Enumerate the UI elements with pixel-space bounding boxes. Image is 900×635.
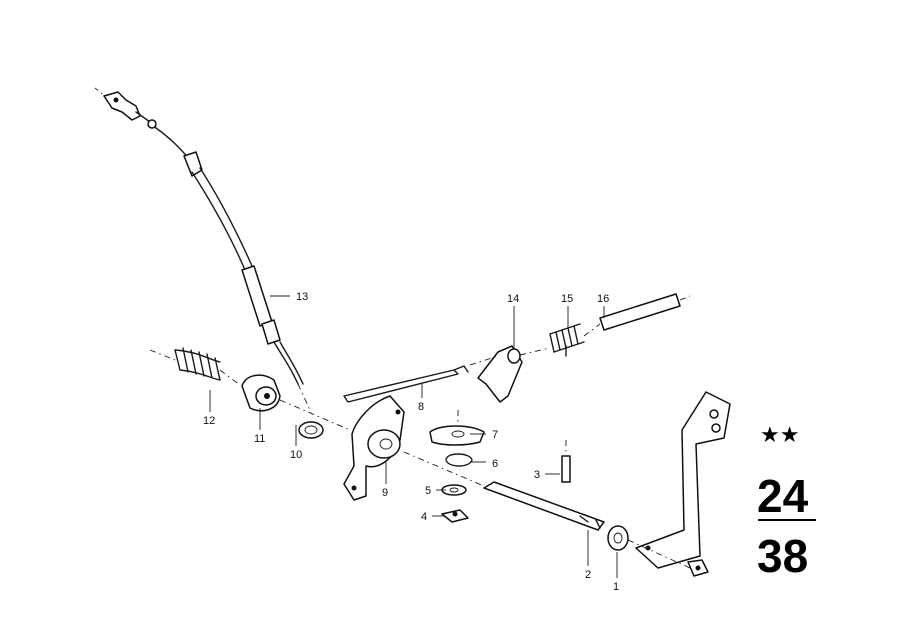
callout-11: 11	[254, 433, 265, 445]
callout-10: 10	[290, 449, 302, 461]
callout-8: 8	[418, 401, 424, 413]
callout-16: 16	[597, 293, 609, 305]
part-6-circlip	[445, 453, 473, 467]
callouts: 13 12 11 10 9 8 7 6 5 4 3 2 1 14 15 16	[203, 291, 619, 593]
callout-15: 15	[561, 293, 573, 305]
part-2-shaft	[403, 451, 605, 531]
part-15-spring	[549, 323, 585, 357]
part-4-clip	[441, 509, 469, 523]
group-number-bottom: 38	[757, 530, 808, 582]
callout-4: 4	[421, 511, 427, 523]
part-9-bracket	[343, 395, 405, 501]
part-8-rod	[343, 365, 469, 403]
callout-14: 14	[507, 293, 519, 305]
callout-5: 5	[425, 485, 431, 497]
part-1-bushing	[607, 525, 629, 551]
cable-assembly	[94, 87, 311, 411]
callout-12: 12	[203, 415, 215, 427]
part-3-pin	[561, 440, 571, 483]
callout-13: 13	[296, 291, 308, 303]
part-10-clip	[298, 421, 324, 439]
group-marker: ★★ 24 38	[757, 423, 816, 582]
callout-1: 1	[613, 581, 619, 593]
callout-7: 7	[492, 429, 498, 441]
callout-3: 3	[534, 469, 540, 481]
callout-6: 6	[492, 458, 498, 470]
part-12-spring	[149, 347, 221, 381]
star-icon: ★★	[760, 423, 799, 448]
part-11-cam	[219, 369, 351, 431]
callout-2: 2	[585, 569, 591, 581]
part-14-lever	[469, 345, 551, 403]
leader-lines	[209, 295, 618, 578]
callout-9: 9	[382, 487, 388, 499]
part-7-plate	[429, 410, 485, 446]
part-16-pin	[583, 293, 691, 337]
mounting-bracket	[627, 391, 731, 577]
group-number-top: 24	[757, 470, 809, 522]
